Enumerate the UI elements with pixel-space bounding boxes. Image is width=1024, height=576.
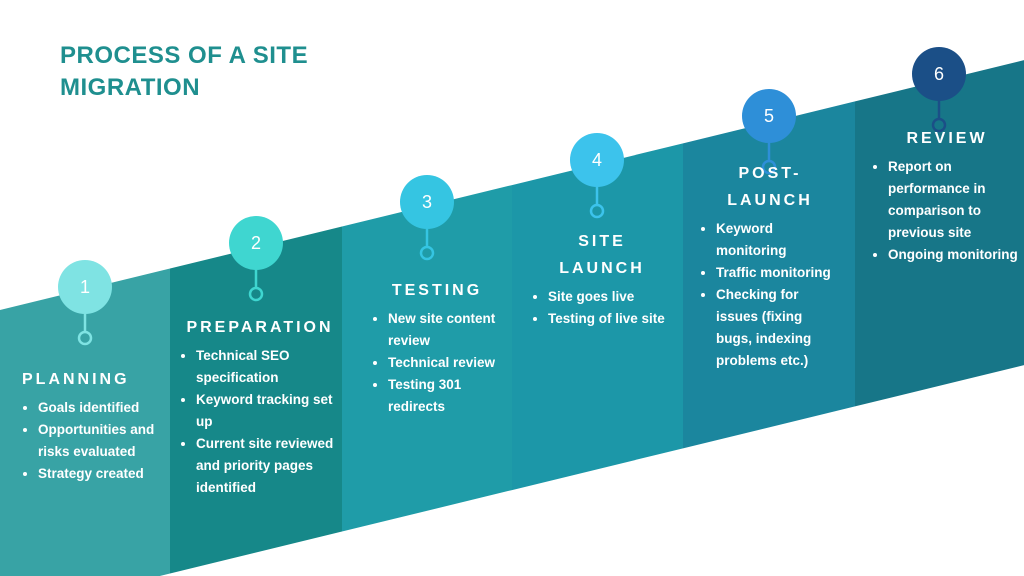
step-3: TESTING New site content reviewTechnical …: [372, 277, 502, 418]
step-5: POST-LAUNCH Keyword monitoringTraffic mon…: [700, 160, 840, 372]
list-item: Goals identified: [38, 397, 162, 419]
connector-ring: [589, 203, 605, 219]
step-items: Goals identifiedOpportunities and risks …: [22, 397, 162, 485]
list-item: Current site reviewed and priority pages…: [196, 433, 340, 499]
band-segment-1: [0, 268, 170, 576]
list-item: Keyword monitoring: [716, 218, 840, 262]
list-item: Strategy created: [38, 463, 162, 485]
list-item: Opportunities and risks evaluated: [38, 419, 162, 463]
step-title: PLANNING: [22, 371, 130, 388]
connector-ring: [761, 159, 777, 175]
step-title: POST-LAUNCH: [727, 165, 813, 209]
list-item: Keyword tracking set up: [196, 389, 340, 433]
step-4: SITE LAUNCH Site goes liveTesting of live…: [532, 228, 672, 330]
step-number-badge: 4: [570, 133, 624, 187]
step-items: Site goes liveTesting of live site: [532, 286, 672, 330]
step-number-badge: 5: [742, 89, 796, 143]
list-item: Traffic monitoring: [716, 262, 840, 284]
band-segment-5: [683, 101, 855, 449]
list-item: Technical SEO specification: [196, 345, 340, 389]
list-item: Site goes live: [548, 286, 672, 308]
step-number-badge: 3: [400, 175, 454, 229]
connector-ring: [248, 286, 264, 302]
step-1: PLANNING Goals identifiedOpportunities an…: [22, 366, 162, 485]
step-title: SITE LAUNCH: [559, 233, 645, 277]
step-items: Keyword monitoringTraffic monitoringChec…: [700, 218, 840, 372]
list-item: Checking for issues (fixing bugs, indexi…: [716, 284, 840, 372]
step-title: TESTING: [391, 282, 483, 299]
step-number-badge: 1: [58, 260, 112, 314]
list-item: Technical review: [388, 352, 502, 374]
step-title: REVIEW: [906, 130, 988, 147]
step-2: PREPARATION Technical SEO specificationKe…: [180, 314, 340, 499]
list-item: New site content review: [388, 308, 502, 352]
band-segment-4: [512, 143, 683, 491]
step-number-badge: 2: [229, 216, 283, 270]
list-item: Ongoing monitoring: [888, 244, 1022, 266]
step-items: Technical SEO specificationKeyword track…: [180, 345, 340, 499]
band-segment-2: [170, 226, 342, 574]
connector-ring: [419, 245, 435, 261]
list-item: Testing 301 redirects: [388, 374, 502, 418]
step-items: New site content reviewTechnical reviewT…: [372, 308, 502, 418]
list-item: Testing of live site: [548, 308, 672, 330]
band-segment-6: [855, 60, 1024, 407]
connector-ring: [931, 117, 947, 133]
step-number-badge: 6: [912, 47, 966, 101]
step-title: PREPARATION: [186, 319, 334, 336]
band-segment-3: [342, 185, 512, 532]
connector-ring: [77, 330, 93, 346]
step-6: REVIEW Report on performance in compariso…: [872, 125, 1022, 266]
step-items: Report on performance in comparison to p…: [872, 156, 1022, 266]
page-title: PROCESS OF A SITE MIGRATION: [60, 42, 309, 101]
list-item: Report on performance in comparison to p…: [888, 156, 1022, 244]
